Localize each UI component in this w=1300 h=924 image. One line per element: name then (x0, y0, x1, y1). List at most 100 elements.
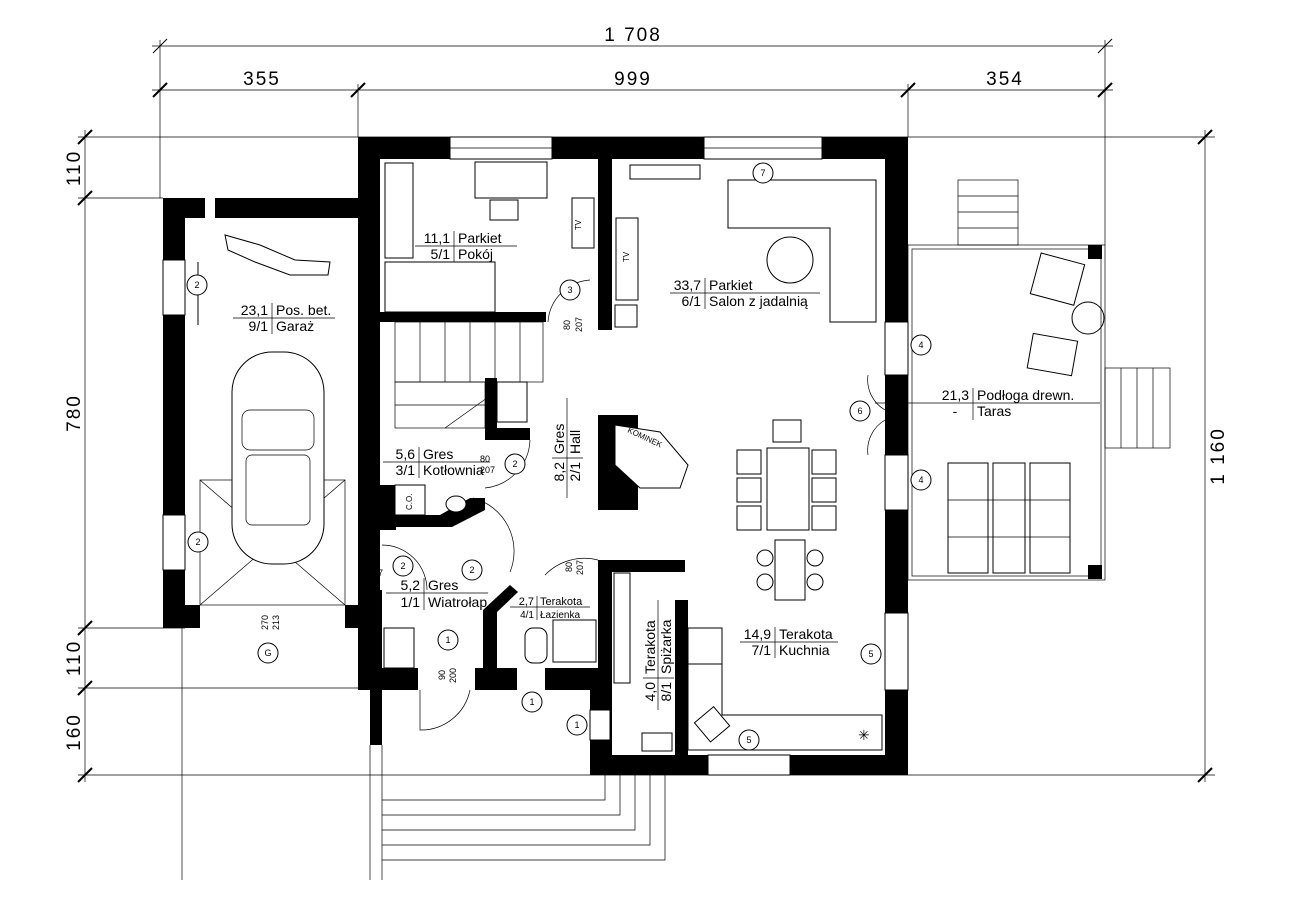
svg-text:Wiatrołap: Wiatrołap (428, 594, 487, 610)
svg-text:Gres: Gres (423, 446, 453, 462)
svg-text:Salon z jadalnią: Salon z jadalnią (709, 293, 808, 309)
svg-text:9/1: 9/1 (249, 318, 269, 334)
terrace-door-width: 141 (887, 403, 902, 413)
marker-5: 5 (738, 729, 760, 751)
boiler-label: C.O. (405, 494, 414, 510)
svg-text:Hall: Hall (567, 430, 583, 454)
furniture: TV TV C.O. KOMINEK (383, 161, 1105, 752)
svg-text:Kuchnia: Kuchnia (779, 642, 830, 658)
svg-text:5/1: 5/1 (431, 246, 451, 262)
svg-text:1/1: 1/1 (401, 594, 421, 610)
svg-text:4: 4 (918, 475, 923, 485)
door-height: 207 (368, 568, 383, 578)
dim-top-2: 999 (614, 69, 652, 90)
tv-label: TV (622, 251, 631, 262)
svg-text:G: G (264, 648, 271, 658)
marker-2: 2 (504, 453, 526, 475)
car-icon (231, 351, 325, 565)
door-width: 80 (480, 454, 490, 464)
svg-text:Podłoga drewn.: Podłoga drewn. (977, 387, 1074, 403)
windows (162, 136, 909, 776)
marker-g: G (257, 642, 279, 664)
door-width: 80 (564, 562, 574, 572)
svg-text:2: 2 (400, 561, 405, 571)
svg-text:3: 3 (567, 285, 572, 295)
svg-text:Pos. bet.: Pos. bet. (276, 302, 331, 318)
svg-text:Terakota: Terakota (540, 596, 583, 608)
svg-text:3/1: 3/1 (396, 462, 416, 478)
terrace-door-height: 222 (887, 414, 902, 424)
sunbeds (947, 462, 1071, 574)
garage-contents (189, 234, 346, 606)
entry-door-width: 90 (437, 670, 447, 680)
marker-1: 1 (521, 691, 543, 713)
svg-text:2: 2 (195, 537, 200, 547)
staircase (394, 321, 544, 429)
svg-text:1: 1 (529, 697, 534, 707)
door-height: 207 (575, 560, 585, 575)
svg-text:Łazienka: Łazienka (540, 610, 580, 621)
svg-text:Kotłownia: Kotłownia (423, 462, 484, 478)
room-label-spizarka: 4,0 Terakota 8/1 Spiżarka (642, 600, 674, 710)
dim-left-2: 780 (64, 394, 85, 432)
terrace-steps-right (1104, 367, 1171, 449)
svg-text:8/1: 8/1 (658, 682, 674, 702)
door-width: 80 (368, 557, 378, 567)
garage-door-width: 270 (260, 615, 270, 630)
room-label-lazienka: 2,7 Terakota 4/1 Łazienka (510, 596, 590, 621)
door-height: 207 (574, 317, 584, 332)
svg-text:1: 1 (574, 720, 579, 730)
room-label-hall: 8,2 Gres 2/1 Hall (551, 398, 583, 498)
svg-text:Terakota: Terakota (779, 626, 833, 642)
motorcycle-icon (224, 234, 331, 276)
dim-top-1: 355 (243, 69, 281, 90)
room-label-kotlownia: 5,6 Gres 3/1 Kotłownia (383, 446, 490, 478)
dimension-lines: 1 708 355 999 354 110 780 110 160 1 160 (64, 25, 1229, 783)
room-label-kuchnia: 14,9 Terakota 7/1 Kuchnia (740, 626, 838, 658)
terrace (907, 179, 1171, 581)
walls (163, 137, 908, 775)
svg-text:Spiżarka: Spiżarka (658, 619, 674, 674)
room-label-garaz: 23,1 Pos. bet. 9/1 Garaż (233, 302, 335, 334)
svg-text:Gres: Gres (551, 424, 567, 454)
svg-text:2/1: 2/1 (567, 462, 583, 482)
fridge-icon: ✳ (858, 727, 870, 743)
marker-2: 2 (461, 559, 483, 581)
svg-text:8,2: 8,2 (551, 462, 567, 482)
marker-3: 3 (559, 279, 581, 301)
room-label-wiatrolap: 5,2 Gres 1/1 Wiatrołap (386, 577, 488, 610)
marker-2: 2 (392, 555, 414, 577)
svg-text:4: 4 (918, 340, 923, 350)
dim-left-1: 110 (64, 150, 85, 186)
svg-text:Parkiet: Parkiet (458, 230, 502, 246)
entrance-steps (181, 628, 666, 880)
marker-4: 4 (910, 469, 932, 491)
svg-text:14,9: 14,9 (744, 626, 771, 642)
marker-6: 6 (849, 400, 871, 422)
dim-left-3: 110 (64, 640, 85, 676)
svg-text:1: 1 (445, 635, 450, 645)
svg-text:21,3: 21,3 (942, 387, 969, 403)
terrace-steps-top (957, 179, 1019, 246)
svg-text:33,7: 33,7 (674, 277, 701, 293)
room-label-pokoj: 11,1 Parkiet 5/1 Pokój (415, 230, 517, 262)
garage-door-height: 213 (271, 615, 281, 630)
entry-door-height: 200 (448, 668, 458, 683)
dim-total-height: 1 160 (1208, 427, 1229, 485)
marker-4: 4 (910, 334, 932, 356)
marker-7: 7 (752, 162, 774, 184)
svg-text:7: 7 (760, 168, 765, 178)
svg-text:7/1: 7/1 (752, 642, 772, 658)
dim-top-3: 354 (986, 69, 1024, 90)
door-dimensions: 80 207 80 207 80 207 80 207 141 222 90 2… (260, 317, 902, 683)
door-width: 80 (562, 320, 572, 330)
svg-text:Terakota: Terakota (642, 620, 658, 674)
svg-text:6: 6 (857, 406, 862, 416)
svg-text:2: 2 (512, 459, 517, 469)
svg-text:5: 5 (868, 649, 873, 659)
svg-text:2: 2 (469, 565, 474, 575)
tv-label: TV (574, 219, 583, 230)
svg-text:Taras: Taras (977, 403, 1011, 419)
room-label-salon: 33,7 Parkiet 6/1 Salon z jadalnią (670, 277, 820, 309)
